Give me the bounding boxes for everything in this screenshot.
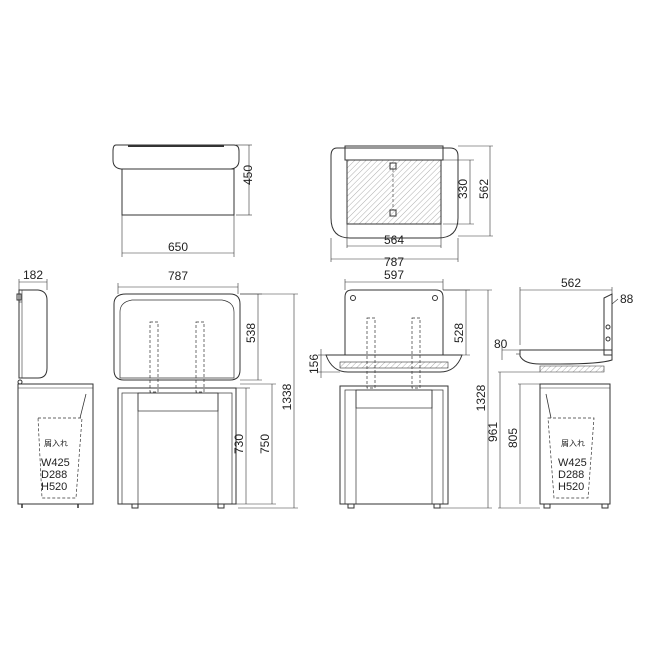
front-view	[113, 283, 298, 509]
front-cabinet-height-dim: 730	[232, 434, 246, 454]
right-lip-dim: 80	[494, 337, 508, 351]
top-width-dim: 650	[168, 240, 188, 254]
right-side-view	[498, 287, 619, 509]
front-total-height-dim: 1338	[280, 383, 294, 410]
bin-label-left: 屑入れ W425 D288 H520	[41, 439, 70, 493]
bin-title: 屑入れ	[561, 439, 585, 448]
bin-label-right: 屑入れ W425 D288 H520	[558, 439, 587, 493]
bin-width: W425	[41, 457, 70, 469]
back-upper-height-dim: 528	[452, 323, 466, 343]
bin-height: H520	[558, 481, 584, 493]
plan-width-dim: 787	[384, 255, 404, 269]
top-view	[112, 144, 252, 257]
left-depth-dim: 182	[23, 268, 43, 282]
right-height-upper-dim: 961	[486, 422, 500, 442]
left-side-view	[16, 279, 94, 508]
right-depth-dim: 562	[561, 276, 581, 290]
plan-basin-depth-dim: 330	[456, 179, 470, 199]
bin-depth: D288	[558, 469, 584, 481]
right-offset-dim: 88	[620, 292, 634, 306]
front-upper-height-dim: 538	[244, 323, 258, 343]
right-height-lower-dim: 805	[506, 428, 520, 448]
back-total-height-dim: 1328	[474, 384, 488, 411]
bin-depth: D288	[41, 469, 67, 481]
top-depth-dim: 450	[241, 165, 255, 185]
bin-title: 屑入れ	[44, 439, 68, 448]
bin-height: H520	[41, 481, 67, 493]
plan-depth-dim: 562	[477, 179, 491, 199]
plan-view	[330, 145, 493, 262]
front-counter-height-dim: 750	[258, 434, 272, 454]
front-width-dim: 787	[168, 269, 188, 283]
back-view	[318, 279, 492, 509]
back-basin-height-dim: 156	[307, 354, 321, 374]
bin-width: W425	[558, 457, 587, 469]
plan-basin-width-dim: 564	[384, 233, 404, 247]
back-width-dim: 597	[384, 268, 404, 282]
